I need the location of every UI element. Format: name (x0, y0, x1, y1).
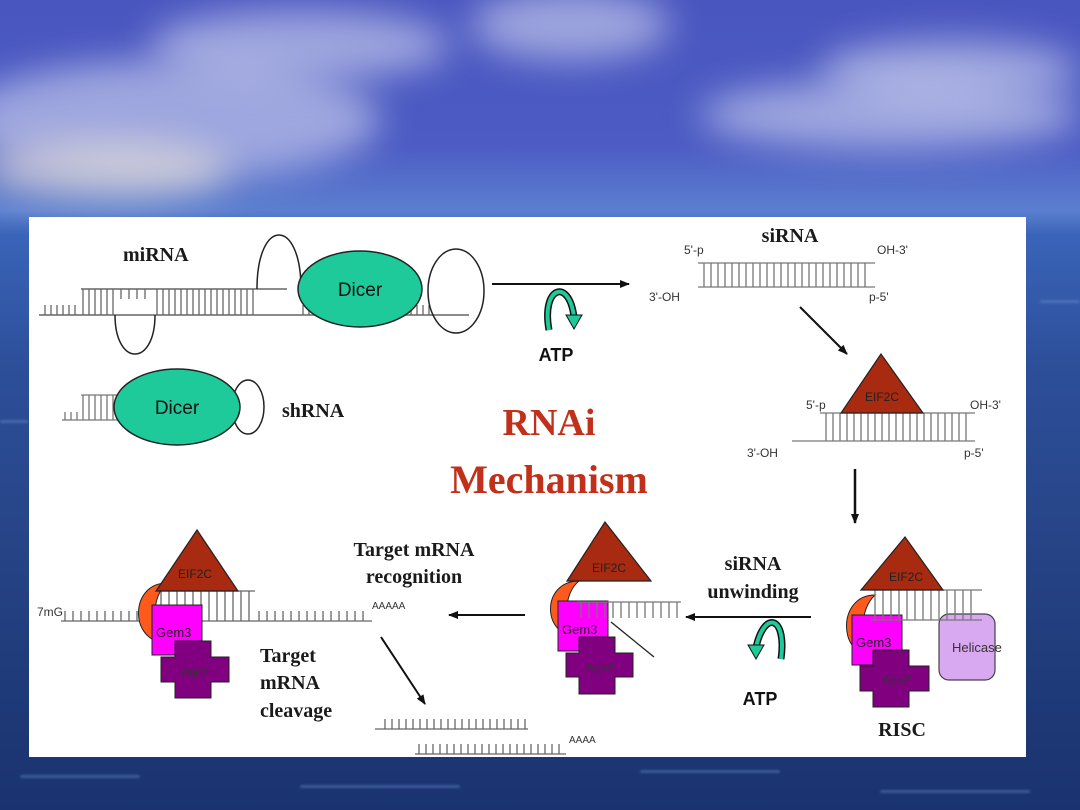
cleavage-arrow (380, 636, 426, 705)
cleavage-label-3: cleavage (260, 700, 332, 722)
cloud (820, 40, 1080, 100)
dicer-label: Dicer (338, 280, 383, 301)
sirna-5p-label: 5'-p (684, 243, 704, 257)
dicer-enzyme-shrna (113, 368, 241, 446)
cleaved-mrna-fragments: AAAA (375, 719, 596, 755)
sirna-eif2c-complex: EIF2C 5'-p OH-3' 3'-OH p-5' (747, 352, 1001, 460)
sirna-oh3-label: OH-3' (877, 243, 908, 257)
ago2-label: Ago2 (882, 673, 910, 687)
eif2c-label: EIF2C (865, 390, 899, 404)
water-ripple (880, 790, 1030, 793)
cap-label: 7mG (37, 605, 63, 619)
ago2-protein-target (160, 640, 230, 699)
recognition-label-1: Target mRNA (354, 539, 475, 561)
water-ripple (1040, 300, 1080, 303)
ago2-label-target: Ago2 (181, 665, 209, 679)
ago2-label-mid: Ago2 (586, 661, 614, 675)
helicase-protein (938, 613, 996, 681)
unwinding-arrow: ATP (685, 613, 811, 709)
shrna-hairpin: Dicer (62, 368, 265, 446)
target-mrna-complex: 7mG AAAAA Gem3 Ago2 EIF2C (37, 528, 406, 699)
atp-label-top: ATP (539, 345, 574, 365)
complex-oh3-label: OH-3' (970, 398, 1001, 412)
water-ripple (640, 770, 780, 773)
gem3-label-target: Gem3 (156, 625, 191, 640)
shrna-label: shRNA (282, 400, 345, 422)
eif2c-label-mid: EIF2C (592, 561, 626, 575)
complex-3oh-label: 3'-OH (747, 446, 778, 460)
dicer-enzyme (297, 250, 423, 328)
sirna-duplex: siRNA 5'-p OH-3' 3'-OH p-5' (649, 225, 908, 304)
eif2c-label-risc: EIF2C (889, 570, 923, 584)
complex-p5-label: p-5' (964, 446, 984, 460)
title-line-1: RNAi (503, 402, 596, 444)
sirna-label: siRNA (762, 225, 819, 247)
eif2c-protein (839, 352, 925, 414)
cloud (470, 0, 670, 60)
title-line-2: Mechanism (450, 457, 648, 502)
rnai-diagram: Dicer miRNA ATP siRNA 5'-p OH-3' 3'-OH p… (37, 225, 1002, 755)
activated-risc: Gem3 Ago2 EIF2C (550, 520, 681, 695)
water-ripple (300, 785, 460, 788)
sirna-3oh-label: 3'-OH (649, 290, 680, 304)
atp-label-bottom: ATP (743, 689, 778, 709)
unwinding-label-1: siRNA (725, 553, 782, 575)
arrow-to-eif2c (799, 306, 848, 355)
gem3-label: Gem3 (856, 635, 891, 650)
polya-label: AAAAA (372, 601, 406, 612)
unwinding-label-2: unwinding (707, 581, 798, 603)
cleavage-label-2: mRNA (260, 672, 321, 694)
sirna-p5-label: p-5' (869, 290, 889, 304)
cloud (0, 140, 230, 200)
eif2c-protein-target (154, 528, 240, 592)
complex-5p-label: 5'-p (806, 398, 826, 412)
helicase-label: Helicase (952, 640, 1002, 655)
risc-complex: Helicase Gem3 Ago2 EIF2C (846, 536, 1002, 708)
cleavage-label-1: Target (260, 645, 316, 667)
diagram-panel: Dicer miRNA ATP siRNA 5'-p OH-3' 3'-OH p… (29, 217, 1026, 757)
water-ripple (0, 420, 28, 423)
risc-label: RISC (878, 719, 926, 741)
dicer-label-shrna: Dicer (155, 398, 200, 419)
water-ripple (20, 775, 140, 778)
eif2c-protein-risc (859, 536, 945, 591)
mirna-hairpin: Dicer (39, 234, 485, 355)
polya-short-label: AAAA (569, 735, 596, 746)
gem3-label-mid: Gem3 (562, 622, 597, 637)
eif2c-label-target: EIF2C (178, 567, 212, 581)
recognition-label-2: recognition (366, 566, 462, 588)
ago2-protein (859, 649, 930, 708)
dicer-cleavage-arrow: ATP (492, 280, 630, 365)
mirna-label: miRNA (123, 244, 189, 266)
cloud (150, 10, 450, 80)
